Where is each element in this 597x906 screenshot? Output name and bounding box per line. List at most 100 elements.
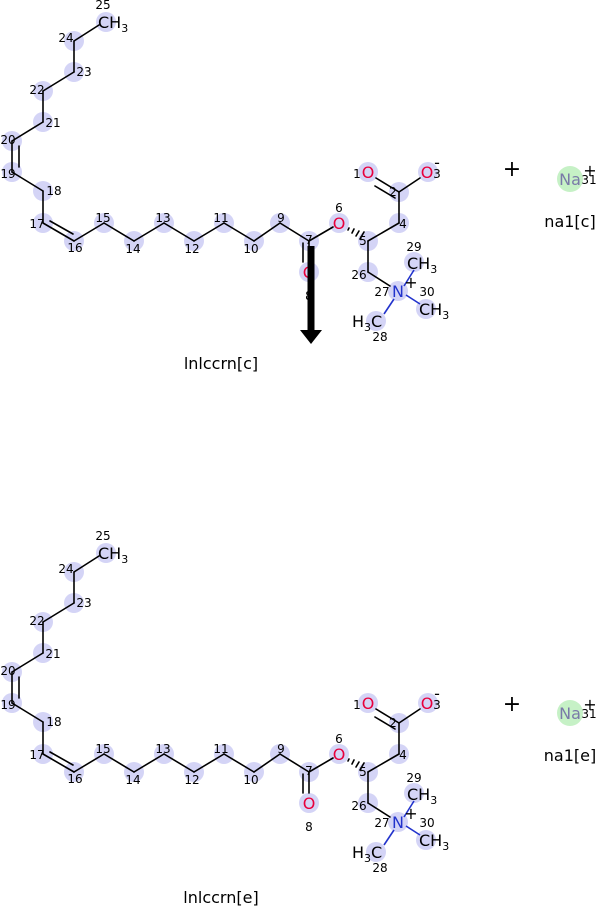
atom-number-28: 28 (372, 330, 387, 344)
atom-number-4: 4 (399, 748, 407, 762)
stereo-hash-bond (347, 227, 365, 240)
oxygen-8-label: O (303, 794, 316, 813)
atom-number-17: 17 (29, 217, 44, 231)
sodium-e-symbol: Na (559, 704, 581, 723)
oxygen-bonds (302, 708, 421, 794)
molecule-lnlccrn-c: 25 24 23 22 21 20 19 18 17 16 15 14 13 1… (0, 0, 449, 344)
atom-number-13: 13 (155, 742, 170, 756)
atom-number-19: 19 (0, 698, 15, 712)
atom-number-1: 1 (353, 167, 361, 181)
atom-number-25: 25 (95, 0, 110, 12)
atom-number-15: 15 (95, 742, 110, 756)
atom-number-26: 26 (351, 268, 366, 282)
sodium-c-charge: + (583, 161, 596, 180)
atom-number-2: 2 (389, 716, 397, 730)
atom-number-20: 20 (0, 133, 15, 147)
atom-number-9: 9 (277, 742, 285, 756)
caption-lnlccrn-c: lnlccrn[c] (184, 354, 258, 373)
methyl-28-label: H3C (352, 312, 382, 334)
atom-number-7: 7 (305, 764, 313, 778)
oxygen-3-charge: - (434, 684, 440, 703)
sodium-c-symbol: Na (559, 170, 581, 189)
atom-number-6: 6 (335, 201, 343, 215)
atom-number-24: 24 (58, 31, 73, 45)
ch3-terminal-label: CH3 (98, 544, 128, 566)
ch3-terminal-label: CH3 (98, 13, 128, 35)
atom-number-3: 3 (433, 167, 441, 181)
methyl-30-label: CH3 (419, 300, 449, 322)
atom-number-22: 22 (29, 614, 44, 628)
atom-number-1: 1 (353, 698, 361, 712)
atom-number-17: 17 (29, 748, 44, 762)
oxygen-3-label: O (421, 694, 434, 713)
reaction-arrow-down (300, 246, 322, 344)
atom-number-25: 25 (95, 529, 110, 543)
atom-number-18: 18 (46, 715, 61, 729)
atom-number-7: 7 (305, 233, 313, 247)
atom-number-labels: 25 24 23 22 21 20 19 18 17 16 15 14 13 1… (0, 529, 440, 875)
atom-number-15: 15 (95, 211, 110, 225)
atom-number-13: 13 (155, 211, 170, 225)
atom-number-12: 12 (184, 242, 199, 256)
atom-number-30: 30 (419, 285, 434, 299)
atom-number-21: 21 (45, 116, 60, 130)
atom-number-14: 14 (125, 773, 140, 787)
atom-number-18: 18 (46, 184, 61, 198)
carbon-skeleton-bonds (11, 24, 400, 287)
atom-number-14: 14 (125, 242, 140, 256)
atom-number-22: 22 (29, 83, 44, 97)
atom-number-23: 23 (76, 65, 91, 79)
atom-number-19: 19 (0, 167, 15, 181)
oxygen-1-label: O (362, 694, 375, 713)
atom-number-11: 11 (213, 742, 228, 756)
atom-number-10: 10 (243, 773, 258, 787)
atom-number-20: 20 (0, 664, 15, 678)
sodium-e-atom-number: 31 (581, 707, 596, 721)
nitrogen-27-charge: + (404, 273, 417, 292)
oxygen-6-label: O (333, 745, 346, 764)
caption-na1-e: na1[e] (544, 746, 596, 765)
atom-number-labels: 25 24 23 22 21 20 19 18 17 16 15 14 13 1… (0, 0, 440, 344)
atom-number-11: 11 (213, 211, 228, 225)
atom-number-28: 28 (372, 861, 387, 875)
atom-number-6: 6 (335, 732, 343, 746)
methyl-28-label: H3C (352, 843, 382, 865)
atom-number-4: 4 (399, 217, 407, 231)
atom-number-27: 27 (374, 285, 389, 299)
atom-number-16: 16 (67, 772, 82, 786)
oxygen-6-label: O (333, 214, 346, 233)
caption-lnlccrn-e: lnlccrn[e] (183, 888, 258, 906)
atom-number-16: 16 (67, 241, 82, 255)
sodium-ion-c: Na + 31 (557, 161, 597, 192)
atom-number-12: 12 (184, 773, 199, 787)
n-methyl-bonds (383, 800, 421, 846)
atom-number-8: 8 (305, 820, 313, 834)
atom-number-29: 29 (406, 240, 421, 254)
caption-na1-c: na1[c] (544, 212, 595, 231)
oxygen-bonds (302, 177, 421, 263)
atom-number-24: 24 (58, 562, 73, 576)
methyl-29-label: CH3 (407, 254, 437, 276)
oxygen-3-charge: - (434, 153, 440, 172)
atom-number-10: 10 (243, 242, 258, 256)
stereo-hash-bond (347, 758, 365, 771)
methyl-30-label: CH3 (419, 831, 449, 853)
nitrogen-27-label: N (392, 282, 404, 301)
atom-number-5: 5 (359, 765, 367, 779)
element-labels: CH3 O O - O O N + CH3 CH3 H3C (98, 544, 449, 865)
atom-number-3: 3 (433, 698, 441, 712)
oxygen-3-label: O (421, 163, 434, 182)
n-methyl-bonds (383, 269, 421, 315)
nitrogen-27-label: N (392, 813, 404, 832)
atom-number-27: 27 (374, 816, 389, 830)
sodium-c-atom-number: 31 (581, 173, 596, 187)
atom-number-26: 26 (351, 799, 366, 813)
sodium-e-charge: + (583, 695, 596, 714)
atom-number-29: 29 (406, 771, 421, 785)
methyl-29-label: CH3 (407, 785, 437, 807)
atom-number-23: 23 (76, 596, 91, 610)
plus-sign-c: + (503, 157, 521, 182)
atom-number-2: 2 (389, 185, 397, 199)
sodium-ion-e: Na + 31 (557, 695, 597, 726)
